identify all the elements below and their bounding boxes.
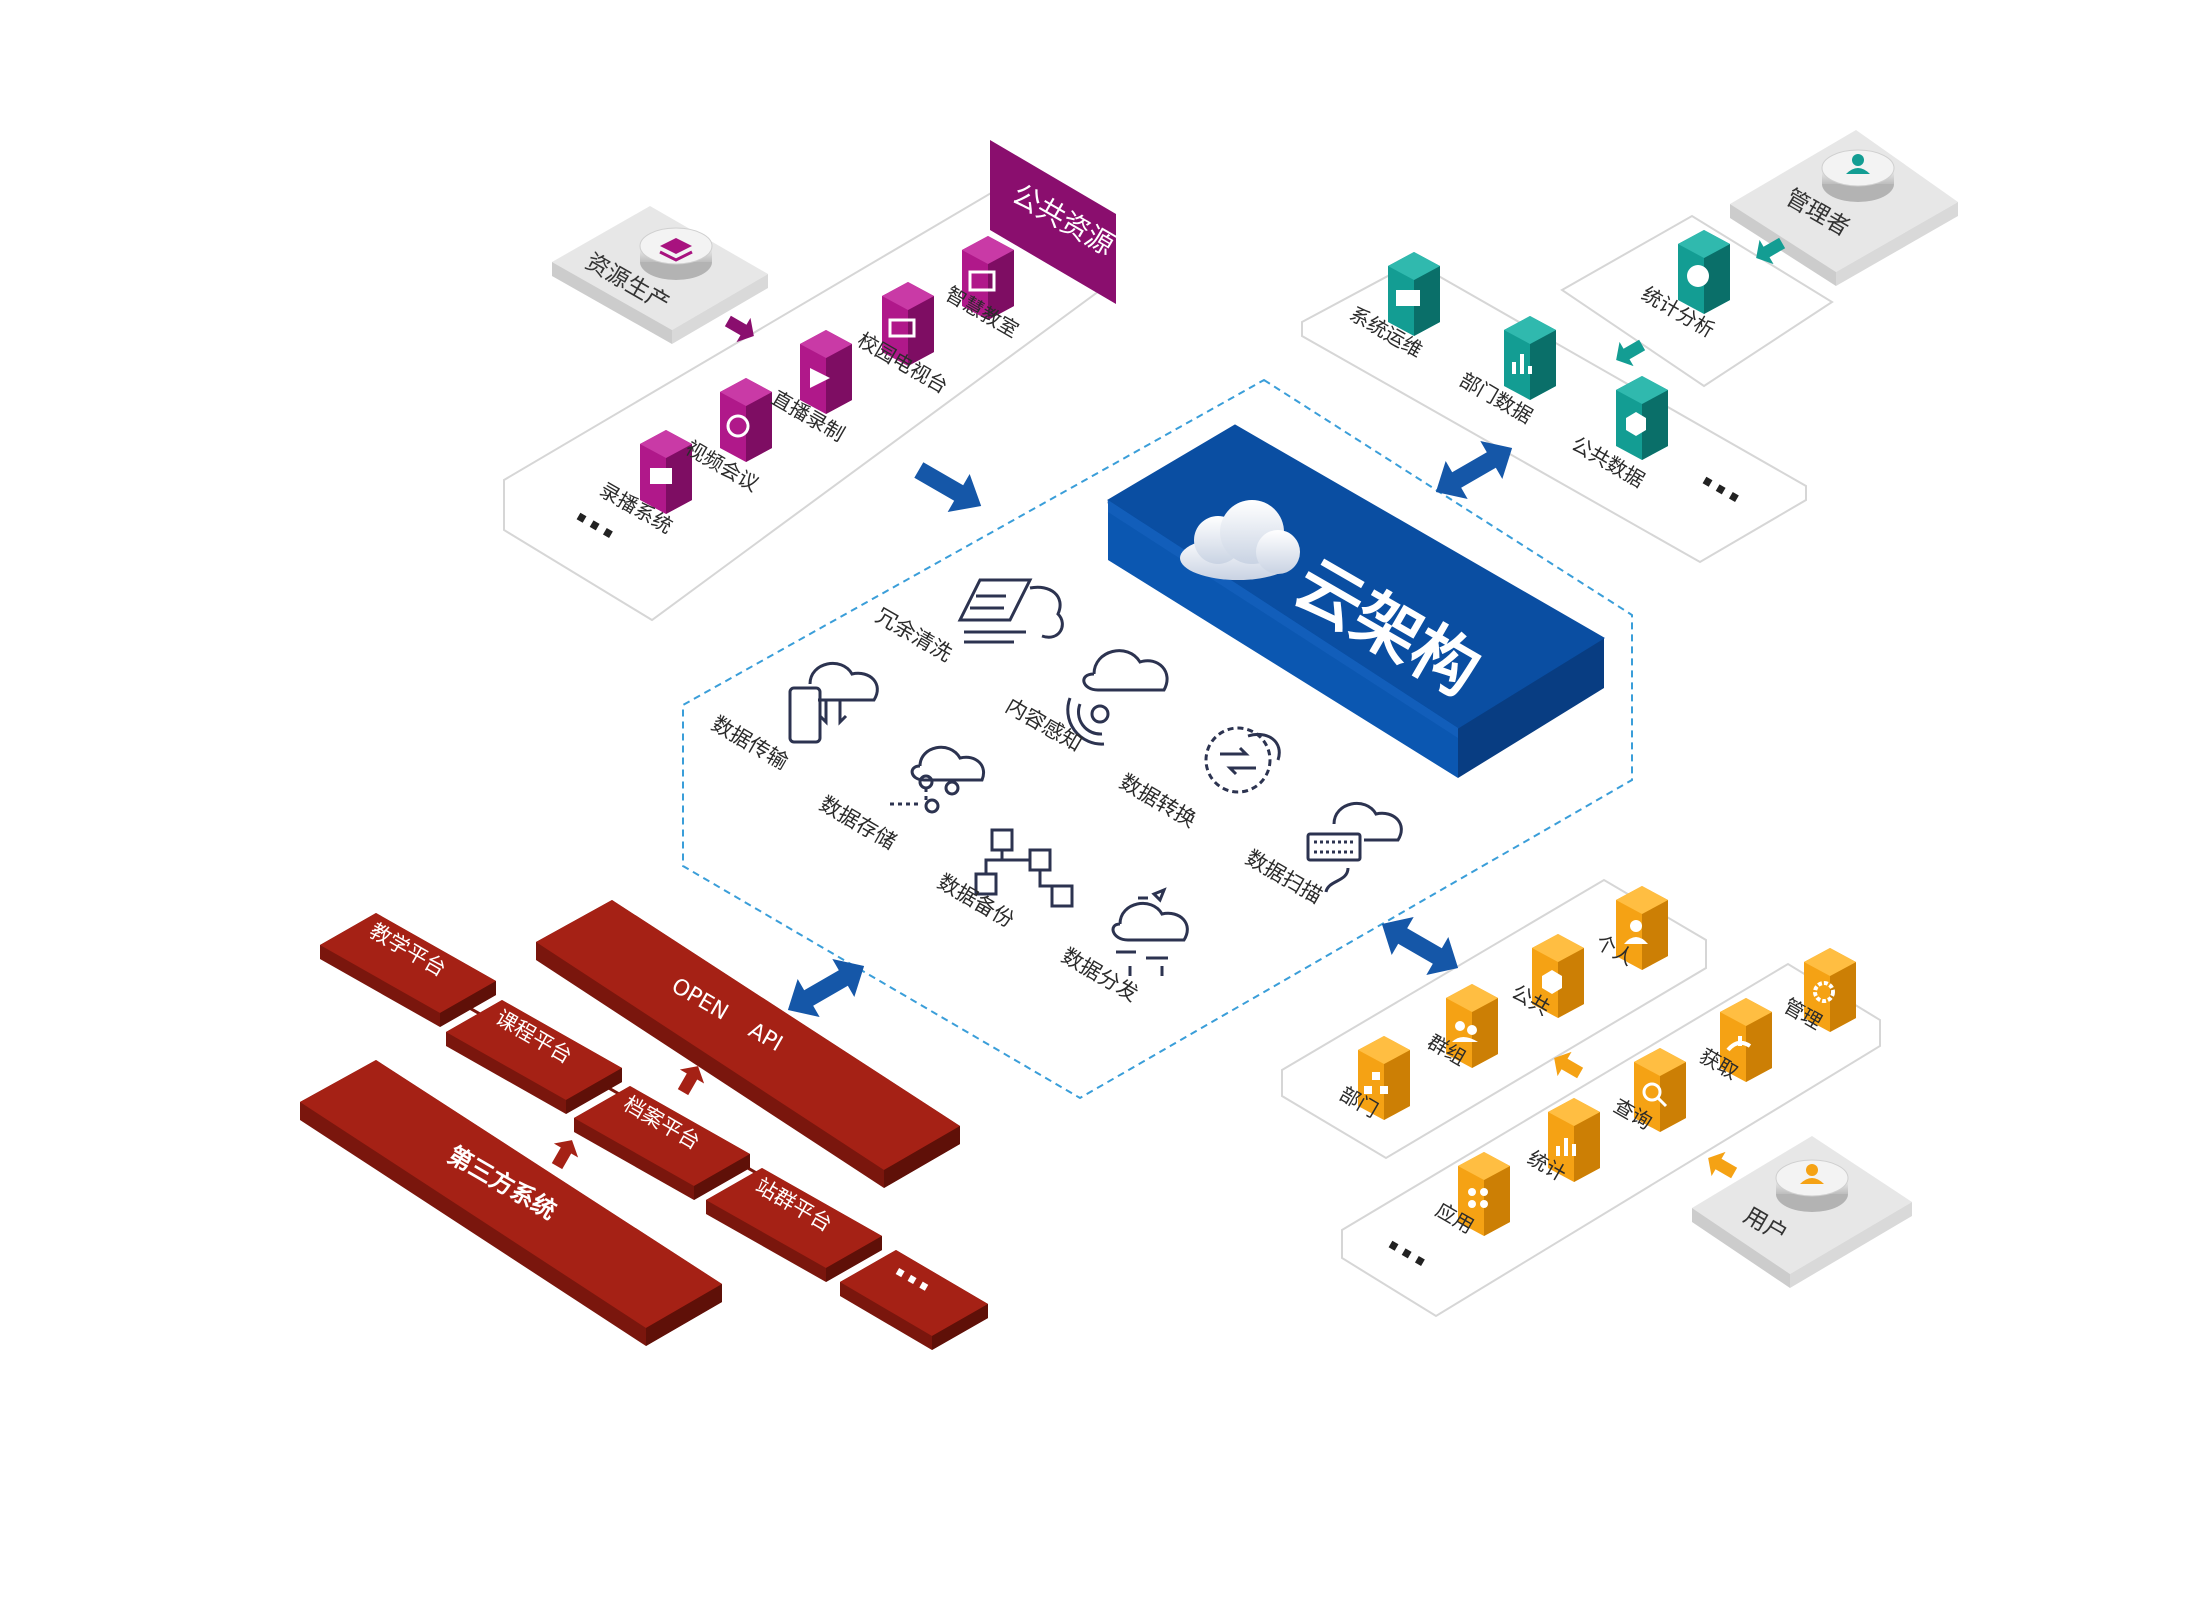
person-icon	[1624, 920, 1648, 944]
recorder-icon	[650, 468, 672, 484]
public-box-icon	[1542, 970, 1562, 994]
resource-cube	[962, 236, 1014, 320]
acquire-icon	[1726, 1036, 1752, 1052]
service-label: 冗余清洗	[872, 604, 957, 667]
data-convert-icon	[1204, 726, 1281, 794]
user-cube	[1532, 934, 1584, 1018]
live-record-icon	[810, 368, 830, 388]
platforms-panel: OPEN API 第三方系统 教学平台 课程平台	[300, 900, 988, 1350]
bar-chart-icon	[1512, 354, 1532, 374]
service-labels: 冗余清洗 内容感知 数据传输 数据转换 数据存储 数据扫描 数据备份 数据分发	[708, 604, 1327, 1007]
tv-icon	[888, 318, 916, 338]
admin-panel: 管理者	[1301, 130, 1958, 564]
magnifier-icon	[1642, 1082, 1668, 1108]
user-cube	[1720, 998, 1772, 1082]
service-label: 数据转换	[1116, 770, 1201, 833]
users-panel: 用户	[1281, 878, 1912, 1318]
admin-cube	[1616, 376, 1668, 460]
statistics-icon	[1556, 1138, 1576, 1156]
platform-block: 站群平台	[706, 1168, 882, 1282]
resource-cube	[882, 282, 934, 366]
data-storage-icon	[890, 745, 985, 814]
apps-icon	[1468, 1188, 1488, 1208]
admin-cube	[1504, 316, 1556, 400]
org-chart-icon	[1364, 1072, 1388, 1094]
platform-block: 课程平台	[446, 1000, 622, 1114]
layers-icon	[659, 238, 693, 262]
user-cube	[1358, 1036, 1410, 1120]
core-dashed-boundary	[682, 378, 1633, 1100]
open-api-bar: OPEN API	[536, 900, 960, 1188]
user-icon	[1800, 1164, 1824, 1184]
public-resources-panel: 公共资源 资源生产	[503, 140, 1120, 622]
user-cubes-bottom	[1458, 948, 1856, 1236]
user-pad: 用户	[1692, 1136, 1912, 1288]
admin-cubes	[1388, 230, 1730, 460]
pie-chart-icon	[1687, 265, 1709, 287]
resources-title-banner	[990, 140, 1116, 304]
service-label: 数据扫描	[1242, 846, 1327, 909]
resource-cube	[720, 378, 772, 462]
platform-blocks: 教学平台 课程平台 档案平台 站群平台	[320, 913, 988, 1350]
service-label: 内容感知	[1002, 694, 1087, 757]
user-cube	[1634, 1048, 1686, 1132]
classroom-icon	[968, 270, 996, 292]
data-transfer-icon	[788, 662, 879, 744]
box-icon	[1626, 412, 1646, 436]
platform-block-more: ···	[840, 1250, 988, 1350]
monitor-icon	[1396, 290, 1420, 306]
redundancy-clean-icon	[957, 578, 1064, 644]
content-aware-icon	[1066, 649, 1169, 746]
platform-block: 教学平台	[320, 913, 496, 1027]
group-icon	[1452, 1021, 1478, 1042]
user-cube	[1804, 948, 1856, 1032]
data-distribute-icon	[1111, 887, 1189, 976]
resources-to-core-arrow	[907, 450, 993, 526]
data-scan-icon	[1306, 802, 1403, 893]
gear-icon	[1813, 981, 1835, 1003]
cloud-architecture-slab: 云架构	[1107, 424, 1605, 778]
user-cubes-top	[1358, 886, 1668, 1120]
user-cube	[1458, 1152, 1510, 1236]
resource-producer: 资源生产	[552, 206, 768, 344]
user-cube	[1446, 984, 1498, 1068]
third-party-bar: 第三方系统	[300, 1060, 722, 1346]
platform-up-arrow-2	[544, 1133, 585, 1174]
service-label: 数据存储	[816, 792, 901, 855]
resource-cubes	[640, 236, 1014, 514]
data-backup-icon	[974, 828, 1074, 908]
user-cube	[1548, 1098, 1600, 1182]
manager-icon	[1846, 154, 1870, 174]
cloud-logo-icon	[1180, 500, 1300, 580]
admin-cube	[1388, 252, 1440, 336]
user-cube	[1616, 886, 1668, 970]
platform-block: 档案平台	[574, 1086, 750, 1200]
service-icons	[788, 578, 1403, 976]
resource-cube	[800, 330, 852, 414]
service-label: 数据传输	[708, 712, 793, 775]
resource-cube	[640, 430, 692, 514]
admin-cube	[1678, 230, 1730, 314]
video-conference-icon	[726, 414, 750, 438]
